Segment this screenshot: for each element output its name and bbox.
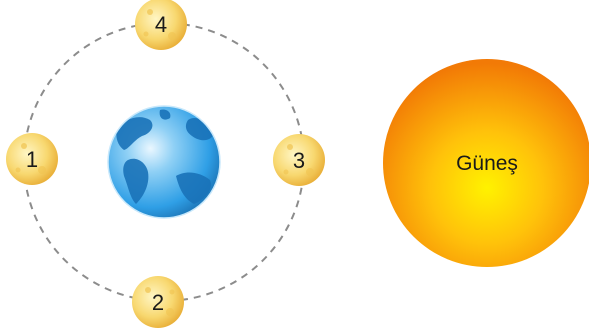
earth-globe — [107, 105, 221, 219]
sun-label: Güneş — [456, 152, 518, 175]
moon-1-label: 1 — [26, 147, 38, 172]
moon-4: 4 — [135, 0, 187, 50]
moon-3: 3 — [273, 134, 325, 186]
sun: Güneş — [383, 59, 589, 267]
moon-3-label: 3 — [293, 148, 305, 173]
moon-2: 2 — [132, 276, 184, 328]
moon-2-label: 2 — [152, 290, 164, 315]
moon-4-label: 4 — [155, 12, 167, 37]
moon-1: 1 — [6, 133, 58, 185]
